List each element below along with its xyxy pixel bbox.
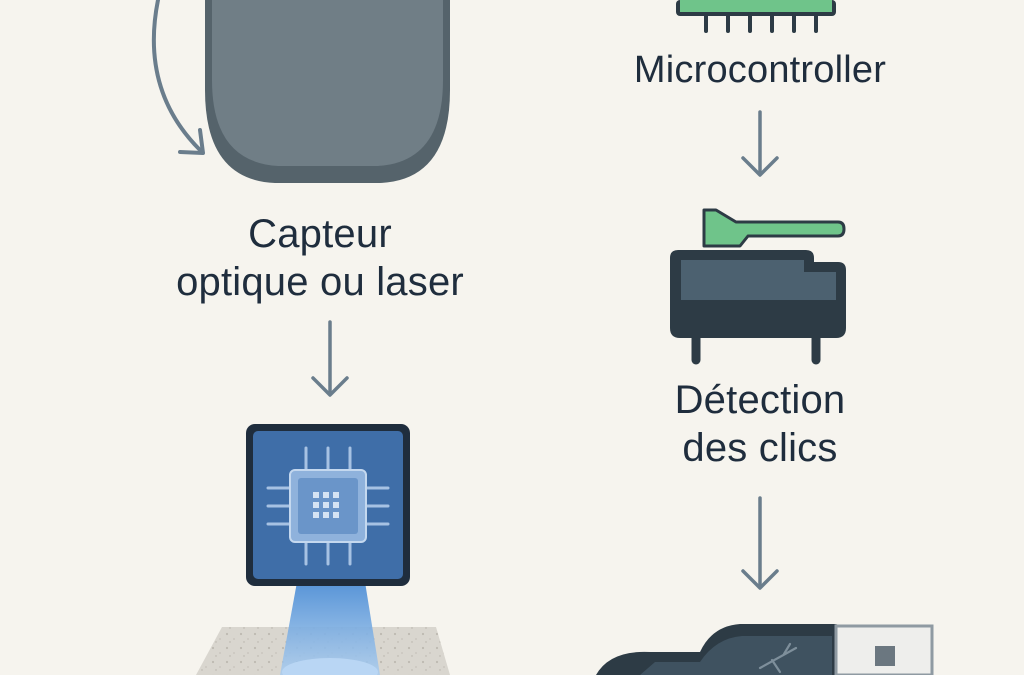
arrow-down-icon bbox=[741, 496, 779, 590]
microcontroller-label: Microcontroller bbox=[633, 49, 887, 91]
sensor-label: Capteur bbox=[248, 212, 392, 256]
chip-icon bbox=[676, 0, 836, 33]
microswitch-icon bbox=[670, 208, 846, 365]
sensor-label-line2: optique ou laser bbox=[176, 260, 464, 304]
sensor-chip-icon bbox=[246, 424, 410, 586]
click-detection-label: Détection bbox=[674, 378, 846, 422]
surface-icon bbox=[196, 582, 450, 675]
rotation-arrow-icon bbox=[151, 0, 205, 155]
arrow-down-icon bbox=[311, 320, 349, 397]
mouse-icon bbox=[205, 0, 450, 183]
arrow-down-icon bbox=[741, 110, 779, 177]
usb-connector-icon bbox=[596, 624, 934, 675]
click-detection-label-line2: des clics bbox=[682, 426, 838, 470]
